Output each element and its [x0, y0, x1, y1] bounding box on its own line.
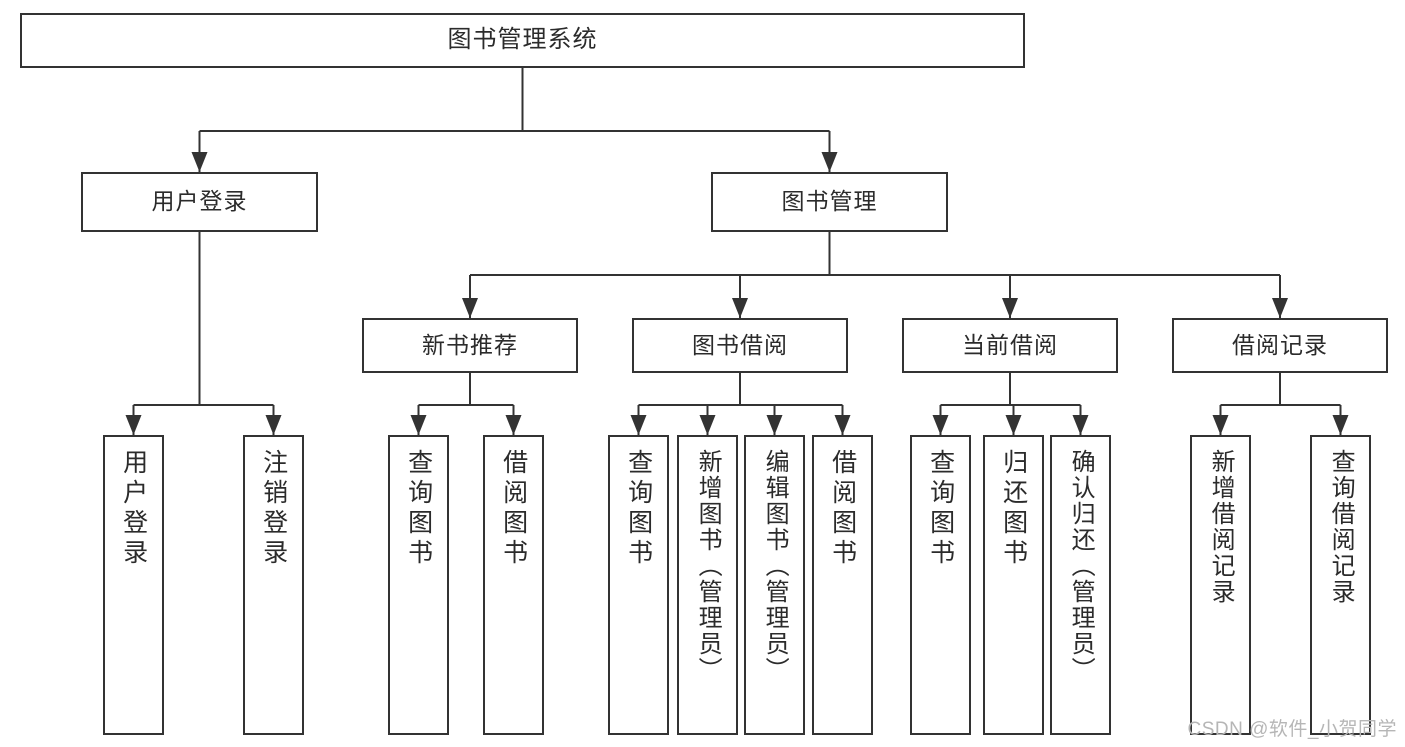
node-current[interactable]: 当前借阅 — [902, 318, 1118, 373]
arrowhead-icon — [1072, 415, 1089, 435]
arrowhead-icon — [265, 415, 282, 435]
node-label: 新增图书（管理员） — [694, 449, 722, 683]
node-leaf-user-login[interactable]: 用户登录 — [103, 435, 164, 735]
node-leaf-nb-borrow[interactable]: 借阅图书 — [483, 435, 544, 735]
node-label: 图书管理系统 — [447, 26, 598, 54]
arrowhead-icon — [1212, 415, 1229, 435]
node-login[interactable]: 用户登录 — [81, 172, 318, 232]
node-label: 当前借阅 — [962, 331, 1058, 358]
node-label: 用户登录 — [151, 188, 248, 215]
node-leaf-bb-borrow[interactable]: 借阅图书 — [812, 435, 873, 735]
node-label: 图书借阅 — [692, 331, 788, 358]
watermark-text: CSDN @软件_小贺同学 — [1187, 719, 1397, 740]
node-label: 查询图书 — [624, 449, 653, 569]
arrowhead-icon — [766, 415, 783, 435]
node-label: 用户登录 — [119, 449, 148, 569]
node-newbook[interactable]: 新书推荐 — [362, 318, 578, 373]
arrowhead-icon — [630, 415, 647, 435]
node-leaf-bb-query[interactable]: 查询图书 — [608, 435, 669, 735]
node-borrow[interactable]: 图书借阅 — [632, 318, 848, 373]
arrowhead-icon — [1005, 415, 1022, 435]
node-label: 借阅记录 — [1232, 331, 1328, 358]
node-leaf-nb-query[interactable]: 查询图书 — [388, 435, 449, 735]
node-label: 新增借阅记录 — [1207, 449, 1235, 605]
arrowhead-icon — [732, 298, 748, 318]
node-label: 归还图书 — [999, 449, 1028, 569]
node-leaf-bb-add[interactable]: 新增图书（管理员） — [677, 435, 738, 735]
arrowhead-icon — [821, 152, 838, 172]
arrowhead-icon — [410, 415, 427, 435]
node-label: 借阅图书 — [828, 449, 857, 569]
node-label: 编辑图书（管理员） — [761, 449, 789, 683]
node-leaf-cb-query[interactable]: 查询图书 — [910, 435, 971, 735]
node-label: 新书推荐 — [422, 331, 518, 358]
node-leaf-user-logout[interactable]: 注销登录 — [243, 435, 304, 735]
node-label: 查询图书 — [404, 449, 433, 569]
node-leaf-cb-confirm[interactable]: 确认归还（管理员） — [1050, 435, 1111, 735]
arrowhead-icon — [191, 152, 208, 172]
node-leaf-rc-add[interactable]: 新增借阅记录 — [1190, 435, 1251, 735]
node-label: 借阅图书 — [499, 449, 528, 569]
arrowhead-icon — [505, 415, 522, 435]
arrowhead-icon — [125, 415, 142, 435]
node-bookmgmt[interactable]: 图书管理 — [711, 172, 948, 232]
arrowhead-icon — [1272, 298, 1288, 318]
arrowhead-icon — [1332, 415, 1349, 435]
node-records[interactable]: 借阅记录 — [1172, 318, 1388, 373]
arrowhead-icon — [462, 298, 478, 318]
node-leaf-cb-return[interactable]: 归还图书 — [983, 435, 1044, 735]
node-label: 确认归还（管理员） — [1067, 449, 1095, 683]
node-label: 查询借阅记录 — [1327, 449, 1355, 605]
arrowhead-icon — [699, 415, 716, 435]
arrowhead-icon — [834, 415, 851, 435]
node-root[interactable]: 图书管理系统 — [20, 13, 1025, 68]
node-label: 注销登录 — [259, 449, 288, 569]
node-leaf-bb-edit[interactable]: 编辑图书（管理员） — [744, 435, 805, 735]
node-leaf-rc-query[interactable]: 查询借阅记录 — [1310, 435, 1371, 735]
node-label: 查询图书 — [926, 449, 955, 569]
arrowhead-icon — [932, 415, 949, 435]
node-label: 图书管理 — [781, 188, 878, 215]
arrowhead-icon — [1002, 298, 1018, 318]
